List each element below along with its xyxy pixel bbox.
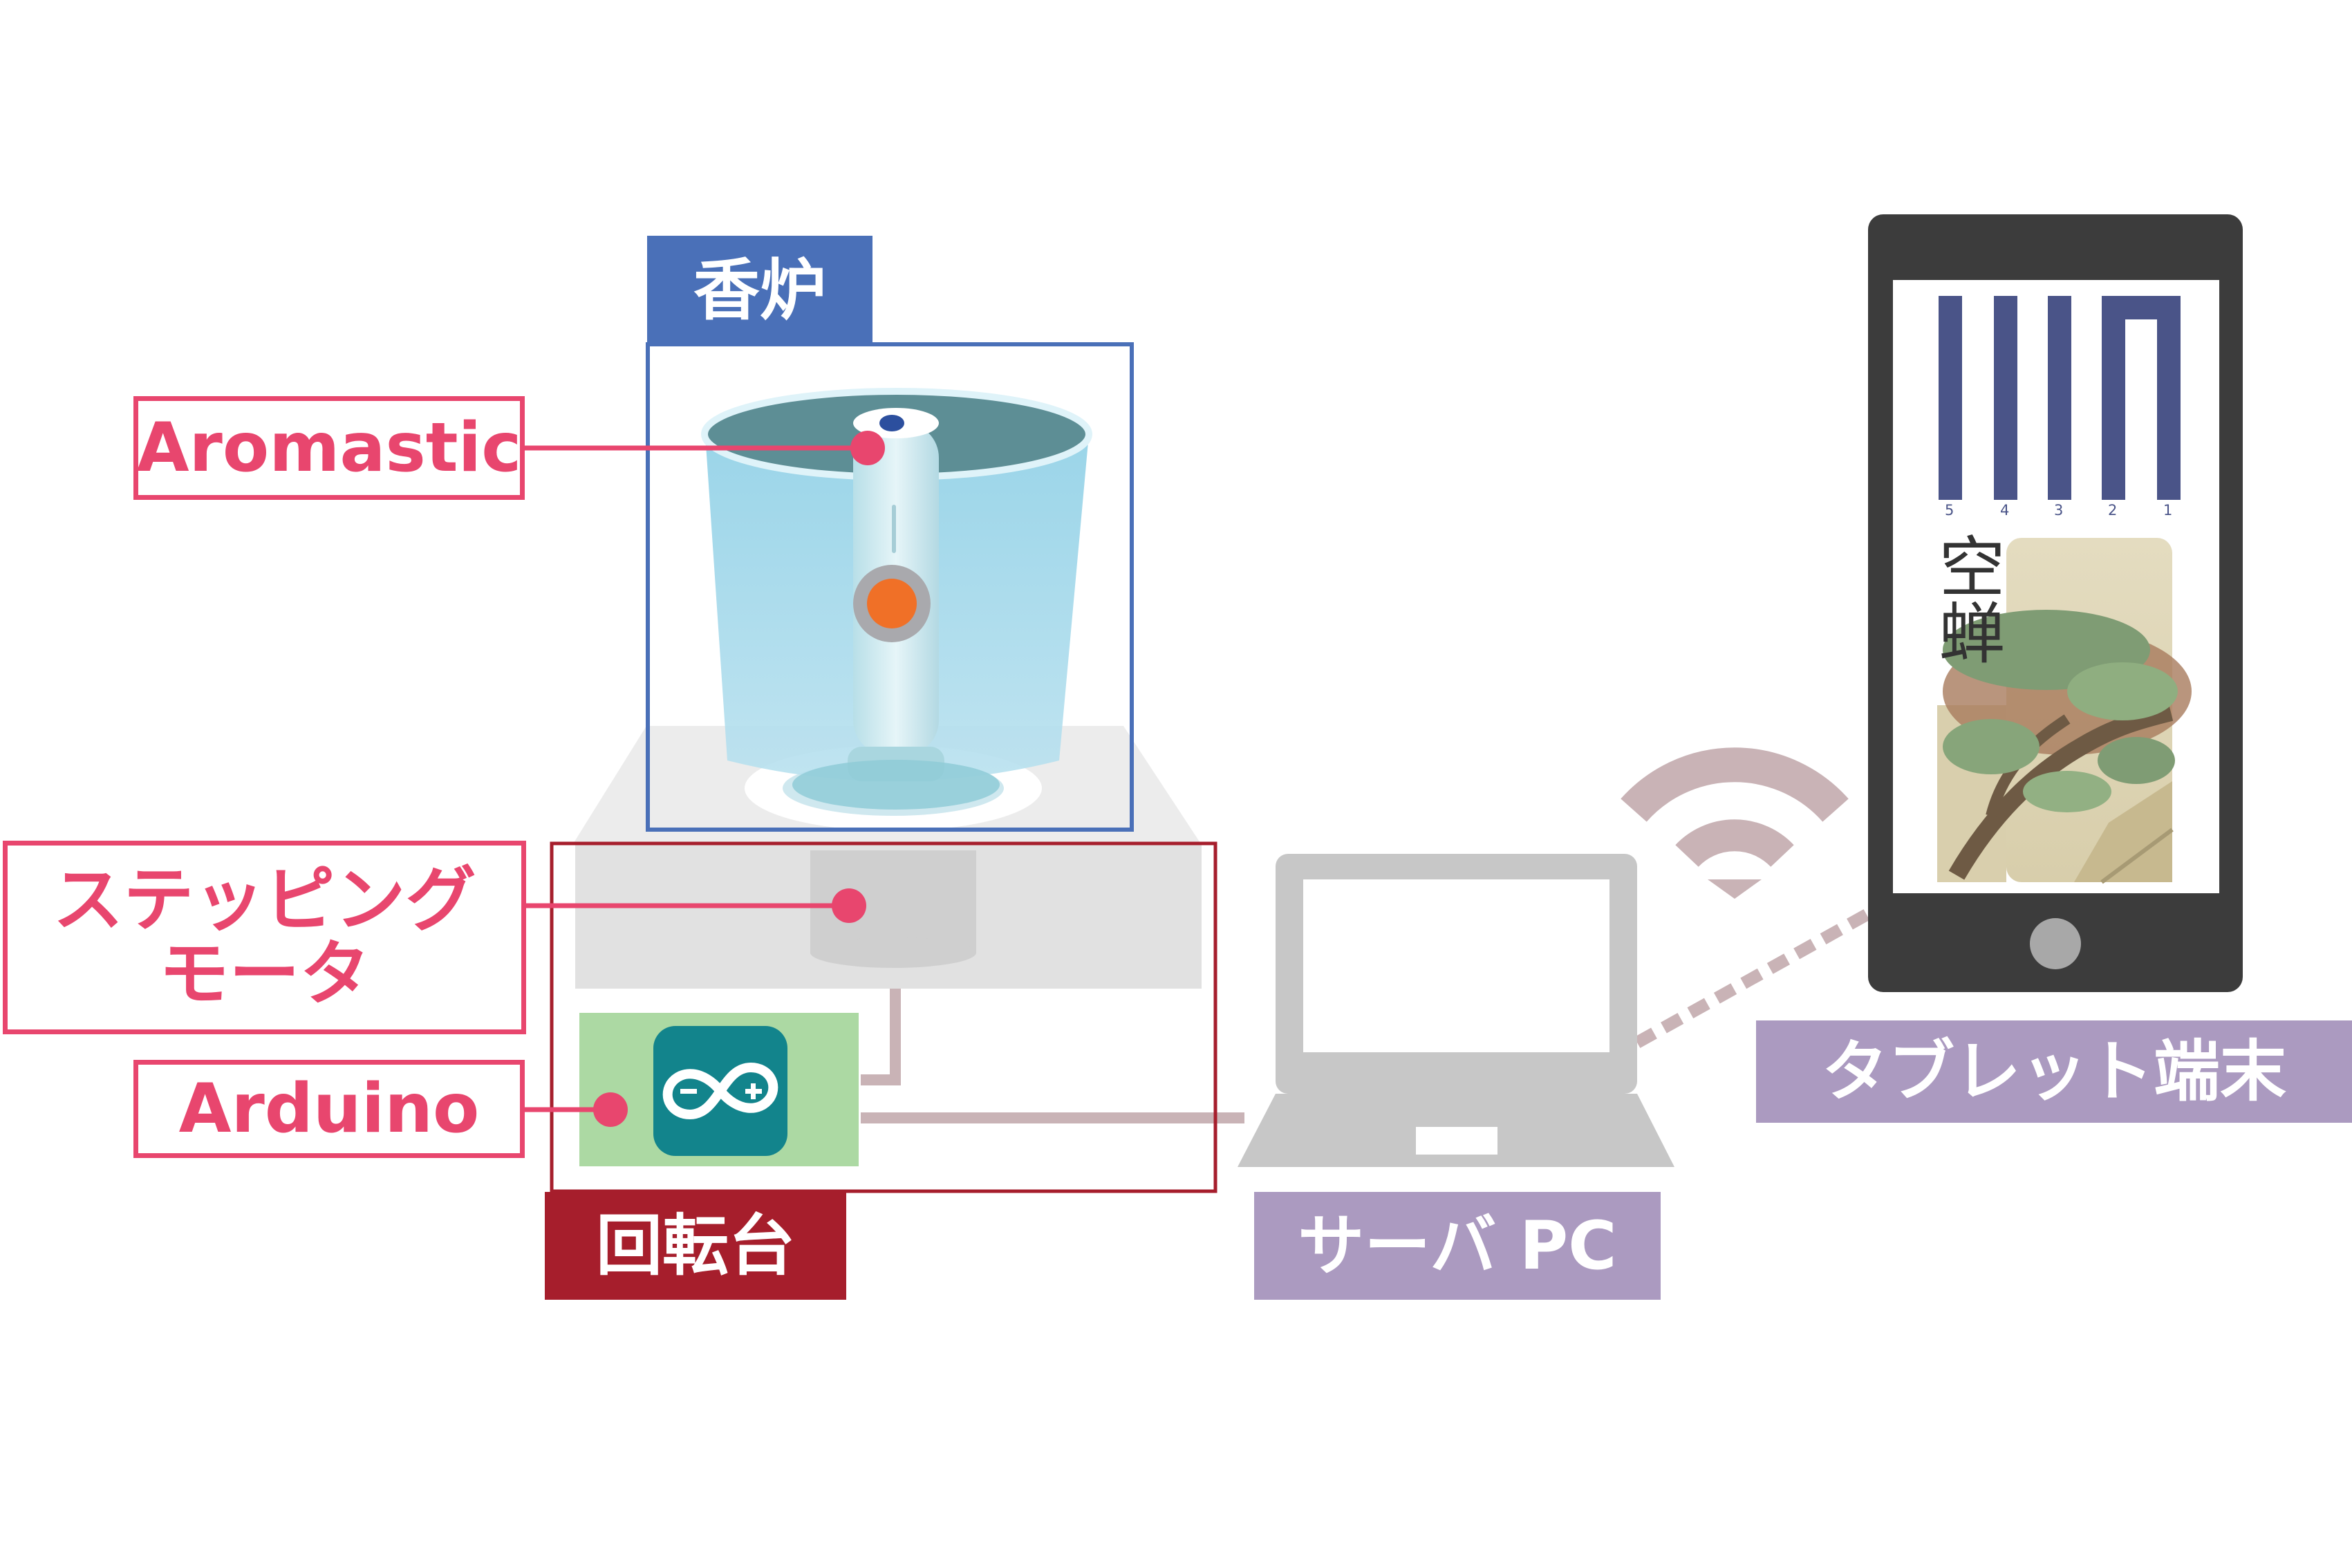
tablet-illustration bbox=[1937, 538, 2192, 884]
bar-number-2: 2 bbox=[2108, 502, 2118, 519]
incense-burner-label: 香炉 bbox=[647, 236, 872, 345]
wireless-link-line bbox=[1634, 909, 1870, 1048]
aromastic-label: Aromastic bbox=[133, 396, 525, 500]
arduino-pointer bbox=[522, 1092, 628, 1127]
stepping-motor-label: ステッピング モータ bbox=[3, 841, 526, 1034]
bar-number-1: 1 bbox=[2163, 502, 2173, 519]
stepping-motor-label-line2: モータ bbox=[158, 933, 371, 1016]
arduino-infinity-icon bbox=[662, 1062, 778, 1120]
incense-burner-group-box bbox=[646, 342, 1134, 832]
bar-number-3: 3 bbox=[2054, 502, 2064, 519]
aromastic-pointer bbox=[522, 431, 885, 465]
genji-mon-bars bbox=[1939, 296, 2181, 500]
laptop-icon bbox=[1238, 854, 1674, 1167]
tablet-label: タブレット端末 bbox=[1756, 1020, 2352, 1123]
server-pc-label: サーバ PC bbox=[1254, 1192, 1661, 1300]
arduino-board bbox=[579, 1013, 859, 1166]
wire-arduino-to-motor bbox=[861, 964, 901, 1085]
tablet-home-button[interactable] bbox=[2030, 918, 2081, 969]
stepping-motor-pointer bbox=[522, 888, 866, 923]
stepping-motor-label-line1: ステッピング bbox=[53, 859, 476, 942]
bar-numbers: 5 4 3 2 1 bbox=[1922, 502, 2199, 523]
arduino-label: Arduino bbox=[133, 1060, 525, 1158]
bar-number-4: 4 bbox=[2000, 502, 2010, 519]
tablet-kanji-title: 空蝉 bbox=[1928, 532, 2005, 665]
bar-number-5: 5 bbox=[1945, 502, 1954, 519]
incense-burner-device bbox=[701, 388, 1092, 831]
turntable-group-box bbox=[550, 841, 1217, 1193]
turntable-label: 回転台 bbox=[545, 1192, 846, 1300]
wifi-icon bbox=[1621, 747, 1849, 899]
tablet-icon bbox=[1868, 214, 2243, 992]
